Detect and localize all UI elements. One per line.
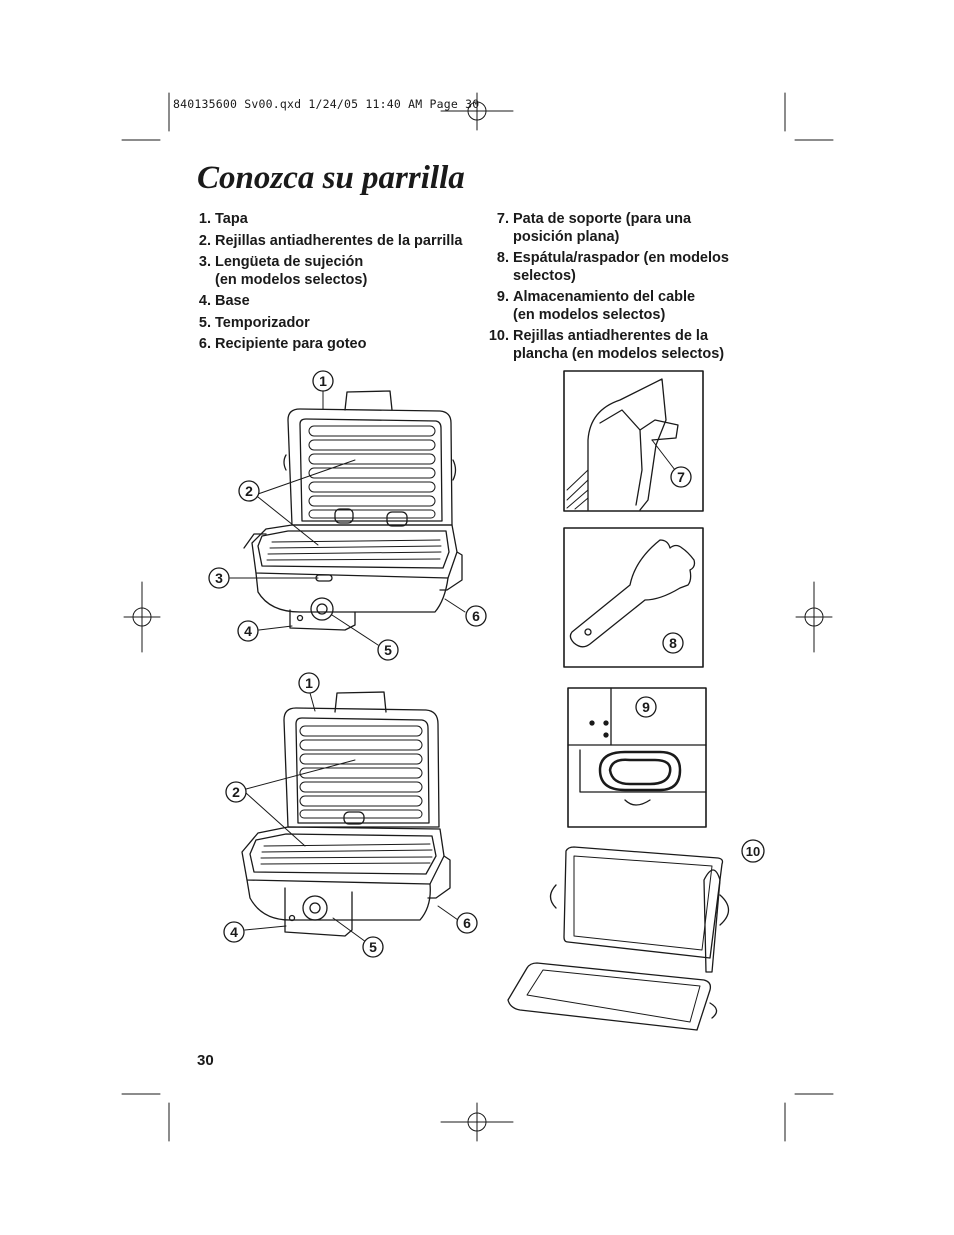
item-text: Base [215, 293, 250, 309]
callout-4a: 4 [237, 620, 259, 642]
item-text: Tapa [215, 211, 248, 227]
item-number: 7. [496, 211, 509, 227]
callout-5b: 5 [362, 936, 384, 958]
svg-text:4: 4 [230, 924, 238, 940]
item-number: 8. [496, 250, 509, 266]
parts-list-right: 7.Pata de soporte (para una posición pla… [486, 211, 746, 367]
svg-text:6: 6 [472, 608, 480, 624]
svg-text:6: 6 [463, 915, 471, 931]
page-number: 30 [197, 1052, 214, 1069]
spatula-panel [563, 527, 704, 668]
item-text: Espátula/raspador (en modelos selectos) [513, 250, 729, 284]
callout-2a: 2 [238, 480, 260, 502]
callout-6a: 6 [465, 605, 487, 627]
svg-text:9: 9 [642, 699, 650, 715]
svg-text:10: 10 [746, 844, 760, 859]
cord-storage-panel [567, 687, 707, 828]
leader-lines-figure-1 [229, 389, 466, 646]
callout-7: 7 [670, 466, 692, 488]
list-item: 2.Rejillas antiadherentes de la parrilla [197, 233, 487, 251]
svg-text:1: 1 [319, 373, 327, 389]
list-item: 1.Tapa [197, 211, 487, 229]
item-number: 1. [198, 211, 211, 227]
item-text: Pata de soporte (para una posición plana… [513, 211, 692, 245]
item-number: 3. [198, 254, 211, 270]
list-item: 5.Temporizador [197, 315, 487, 333]
item-number: 6. [198, 336, 211, 352]
svg-text:2: 2 [245, 483, 253, 499]
leader-lines-figure-2 [244, 692, 459, 943]
svg-text:8: 8 [669, 635, 677, 651]
callout-4b: 4 [223, 921, 245, 943]
registration-mark-bottom [440, 1102, 514, 1142]
item-number: 9. [496, 289, 509, 305]
svg-text:5: 5 [369, 939, 377, 955]
registration-mark-top [440, 92, 514, 131]
registration-mark-right [795, 581, 833, 653]
list-item: 9.Almacenamiento del cable (en modelos s… [486, 289, 746, 324]
callout-10: 10 [741, 839, 765, 863]
page-title: Conozca su parrilla [197, 160, 465, 196]
svg-text:5: 5 [384, 642, 392, 658]
item-text: Temporizador [215, 314, 310, 331]
list-item: 7.Pata de soporte (para una posición pla… [486, 211, 746, 246]
item-text: Rejillas antiadherentes de la parrilla [215, 232, 463, 249]
crop-marks [121, 92, 834, 1142]
svg-text:3: 3 [215, 570, 223, 586]
list-item: 6.Recipiente para goteo [197, 336, 487, 354]
item-text: Lengüeta de sujeción (en modelos selecto… [215, 254, 368, 288]
item-text: Rejillas antiadherentes de la plancha (e… [513, 328, 725, 362]
callout-9: 9 [635, 696, 657, 718]
svg-text:7: 7 [677, 469, 685, 485]
grill-open-illustration [243, 390, 463, 631]
list-item: 8.Espátula/raspador (en modelos selectos… [486, 250, 746, 285]
item-text: Recipiente para goteo [215, 336, 367, 352]
callout-5a: 5 [377, 639, 399, 661]
callout-8: 8 [662, 632, 684, 654]
item-number: 4. [198, 293, 211, 309]
grill-flat-illustration [241, 691, 451, 937]
item-text: Almacenamiento del cable (en modelos sel… [513, 289, 696, 323]
item-number: 2. [198, 232, 211, 249]
callout-6b: 6 [456, 912, 478, 934]
print-slug: 840135600 Sv00.qxd 1/24/05 11:40 AM Page… [173, 97, 480, 111]
svg-text:4: 4 [244, 623, 252, 639]
item-number: 5. [198, 314, 211, 331]
list-item: 4.Base [197, 293, 487, 311]
item-number: 10. [488, 328, 509, 344]
callout-1b: 1 [298, 672, 320, 694]
svg-text:2: 2 [232, 784, 240, 800]
support-leg-panel [563, 370, 704, 512]
list-item: 10.Rejillas antiadherentes de la plancha… [486, 328, 746, 363]
parts-list-left: 1.Tapa 2.Rejillas antiadherentes de la p… [197, 211, 487, 358]
list-item: 3.Lengüeta de sujeción (en modelos selec… [197, 254, 487, 289]
callout-2b: 2 [225, 781, 247, 803]
callout-1a: 1 [312, 370, 334, 392]
svg-text:1: 1 [305, 675, 313, 691]
registration-mark-left [123, 581, 161, 653]
callout-3: 3 [208, 567, 230, 589]
griddle-plates-illustration [507, 846, 730, 1031]
